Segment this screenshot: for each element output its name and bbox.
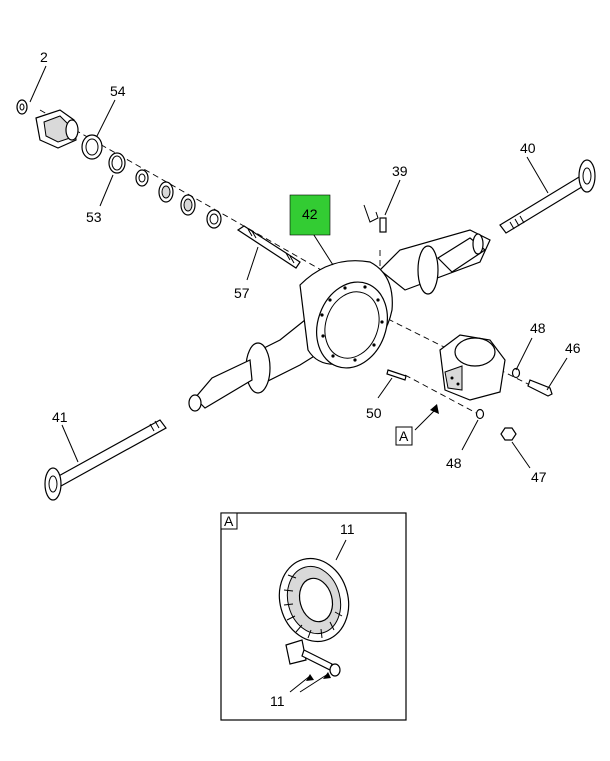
callout-47: 47 <box>531 469 547 485</box>
snap-ring-53[interactable] <box>108 152 126 174</box>
callout-a: A <box>399 428 409 444</box>
pinion-gear-11[interactable] <box>285 639 341 677</box>
detail-a-label: A <box>224 513 234 529</box>
bearing-cup-2[interactable] <box>206 209 222 229</box>
leader-lines <box>29 65 568 469</box>
differential-carrier[interactable] <box>439 334 506 401</box>
callout-46: 46 <box>565 340 581 356</box>
axle-shaft-40[interactable] <box>499 159 596 234</box>
bearing-cup-1[interactable] <box>135 169 149 187</box>
highlight-box-42[interactable] <box>289 194 331 236</box>
axle-shaft-41[interactable] <box>44 419 167 501</box>
stud-50[interactable] <box>386 369 407 381</box>
axle-housing-42[interactable] <box>188 229 491 412</box>
callout-48-bottom: 48 <box>446 455 462 471</box>
callout-53: 53 <box>86 209 102 225</box>
nut-47[interactable] <box>500 427 517 441</box>
callout-a-box <box>395 426 413 446</box>
callout-57: 57 <box>234 285 250 301</box>
washer-48-bottom[interactable] <box>475 408 485 420</box>
pinion-yoke-group[interactable] <box>16 99 79 149</box>
callout-labels: 2 54 53 39 40 42 57 48 46 50 41 A 48 47 <box>40 49 581 485</box>
ring-gear-11[interactable] <box>270 551 357 650</box>
callout-42: 42 <box>302 206 318 222</box>
callout-54: 54 <box>110 83 126 99</box>
oil-seal-54[interactable] <box>81 134 103 160</box>
callout-11-pinion: 11 <box>270 693 285 709</box>
bolt-46[interactable] <box>527 379 553 397</box>
callout-40: 40 <box>520 140 536 156</box>
callout-39: 39 <box>392 163 408 179</box>
callout-48-top: 48 <box>530 320 546 336</box>
bearing-cone-2[interactable] <box>180 194 196 216</box>
shaft-57[interactable] <box>236 225 301 269</box>
callout-2: 2 <box>40 49 48 65</box>
detail-a-panel: A 11 11 <box>220 512 407 721</box>
detail-a-tag <box>220 512 238 530</box>
callout-41: 41 <box>52 409 68 425</box>
breather-39[interactable] <box>363 204 387 233</box>
washer-48-top[interactable] <box>511 367 521 379</box>
bearing-cone-1[interactable] <box>158 181 174 203</box>
callout-50: 50 <box>366 405 382 421</box>
callout-11-ring: 11 <box>340 521 355 537</box>
